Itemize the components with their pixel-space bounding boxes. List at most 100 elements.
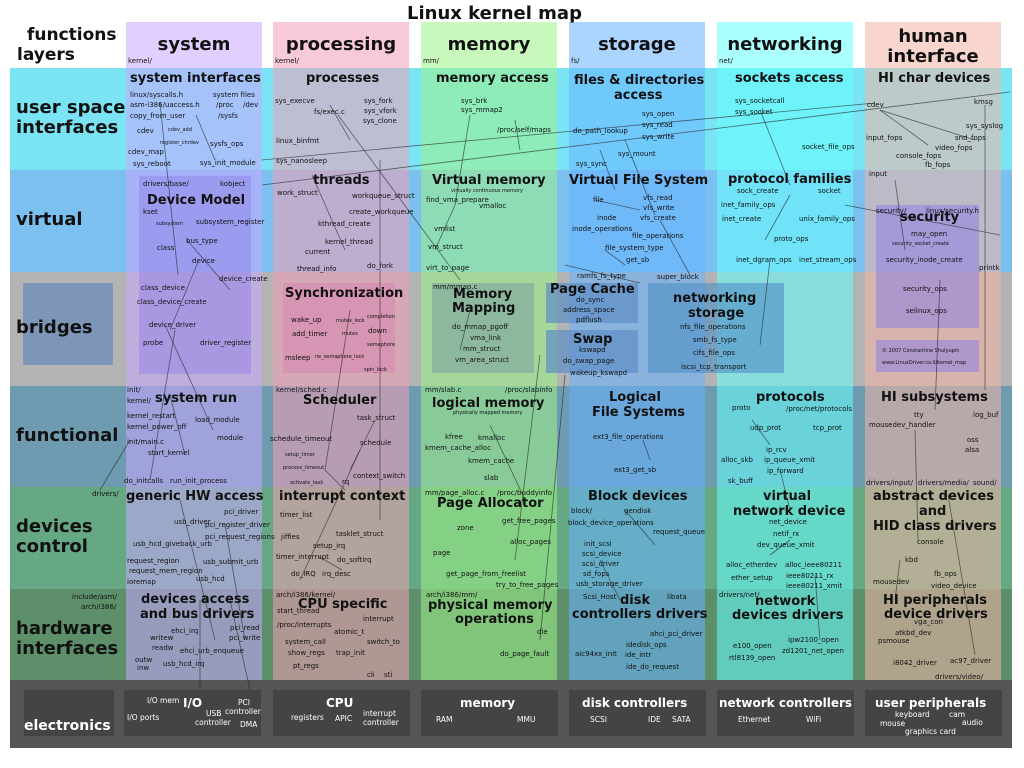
- diagram-label: kmem_cache: [468, 457, 515, 465]
- diagram-label: sysfs_ops: [210, 140, 244, 148]
- diagram-label: drivers/media/: [918, 479, 969, 487]
- diagram-label: scsi_device: [582, 550, 622, 558]
- electronics-sublabel: controller: [363, 718, 399, 727]
- diagram-label: threads: [313, 173, 370, 188]
- diagram-label: usb_driver: [174, 518, 211, 526]
- diagram-label: /proc/buddyinfo: [497, 489, 553, 497]
- diagram-label: asm-i386/uaccess.h: [130, 101, 200, 109]
- diagram-label: ide_do_request: [626, 663, 680, 671]
- diagram-label: find_vma_prepare: [426, 196, 489, 204]
- column-path-networking: net/: [719, 57, 733, 65]
- diagram-label: virt_to_page: [426, 264, 470, 272]
- diagram-label: get_page_from_freelist: [446, 570, 526, 578]
- diagram-label: vmalloc: [479, 202, 507, 210]
- diagram-label: vm_area_struct: [455, 356, 509, 364]
- column-system: [126, 22, 262, 680]
- diagram-label: devices access: [141, 592, 250, 607]
- diagram-label: cdev_map: [128, 148, 164, 156]
- diagram-label: tcp_prot: [813, 424, 842, 432]
- diagram-label: process_timeout: [283, 465, 325, 471]
- diagram-label: Scheduler: [303, 393, 377, 408]
- diagram-label: start_kernel: [148, 449, 190, 457]
- column-header-processing: processing: [285, 34, 397, 55]
- layers-label: layers: [17, 45, 75, 65]
- diagram-label: smb_fs_type: [693, 336, 737, 344]
- diagram-label: network: [755, 594, 816, 609]
- diagram-label: ieee80211_xmit: [786, 582, 843, 590]
- electronics-sublabel: interrupt: [363, 709, 396, 718]
- diagram-label: HI subsystems: [881, 390, 988, 405]
- diagram-label: physically mapped memory: [453, 410, 523, 416]
- diagram-label: log_buf: [973, 411, 999, 419]
- diagram-label: kobject: [220, 180, 246, 188]
- diagram-label: device_driver: [149, 321, 197, 329]
- connector-line: [751, 419, 771, 446]
- electronics-box-2: [421, 690, 558, 736]
- diagram-label: usb_submit_urb: [203, 558, 259, 566]
- electronics-sublabel: mouse: [880, 719, 906, 728]
- diagram-label: proto_ops: [774, 235, 809, 243]
- diagram-label: protocols: [756, 390, 825, 405]
- electronics-sublabel: RAM: [436, 715, 453, 724]
- diagram-label: gendisk: [624, 507, 652, 515]
- connector-line: [186, 239, 231, 291]
- diagram-label: vfs_write: [643, 204, 675, 212]
- connector-line: [149, 329, 176, 481]
- connector-line: [329, 104, 351, 141]
- diagram-label: mm_struct: [463, 345, 501, 353]
- diagram-label: inode_operations: [572, 225, 633, 233]
- diagram-label: socket: [818, 187, 841, 195]
- diagram-label: aic94xx_init: [575, 650, 617, 658]
- diagram-label: pci_write: [229, 634, 261, 642]
- memory-mapping-box: [432, 283, 534, 373]
- diagram-label: input_fops: [866, 134, 903, 142]
- diagram-label: processes: [306, 71, 380, 86]
- diagram-label: linux_binfmt: [276, 137, 320, 145]
- diagram-label: mm/page_alloc.c: [425, 489, 485, 497]
- diagram-label: access: [614, 88, 663, 103]
- electronics-sublabel: controller: [195, 718, 231, 727]
- diagram-label: kmem_cache_alloc: [425, 444, 492, 452]
- diagram-label: Virtual File System: [569, 173, 709, 188]
- diagram-label: kset: [143, 208, 158, 216]
- diagram-label: alloc_pages: [510, 538, 551, 546]
- electronics-box-0: [124, 690, 261, 736]
- diagram-label: get_free_pages: [502, 517, 556, 525]
- diagram-label: completion: [367, 314, 395, 320]
- electronics-sublabel: SCSI: [590, 715, 607, 724]
- connector-line: [934, 279, 941, 411]
- diagram-label: sys_write: [642, 133, 675, 141]
- diagram-label: spin_lock: [364, 367, 387, 373]
- security-box: [876, 205, 979, 328]
- diagram-label: do_path_lookup: [573, 127, 628, 135]
- diagram-label: slab: [484, 474, 499, 482]
- diagram-label: sk_buff: [728, 477, 753, 485]
- diagram-label: arch/i386/kernel/: [276, 591, 336, 599]
- diagram-label: sys_clone: [363, 117, 397, 125]
- connector-line: [299, 449, 361, 581]
- diagram-label: cdev: [137, 127, 154, 135]
- diagram-label: init/main.c: [127, 438, 164, 446]
- diagram-label: storage: [688, 306, 745, 321]
- diagram-label: kernel/sched.c: [276, 386, 327, 394]
- electronics-sublabel: keyboard: [895, 710, 930, 719]
- diagram-label: usb_hcd_irq: [163, 660, 205, 668]
- diagram-label: net_device: [769, 518, 807, 526]
- diagram-label: sys_brk: [461, 97, 488, 105]
- connector-line: [642, 439, 651, 461]
- connector-line: [337, 114, 461, 281]
- diagram-label: kernel_power_off: [127, 423, 187, 431]
- diagram-label: kmalloc: [478, 434, 506, 442]
- diagram-label: ip_queue_xmit: [764, 456, 815, 464]
- diagram-label: pci_request_regions: [205, 533, 275, 541]
- diagram-label: do_sync: [576, 296, 605, 304]
- diagram-label: show_regs: [288, 649, 325, 657]
- electronics-sublabel: MMU: [517, 715, 536, 724]
- connector-line: [624, 139, 656, 216]
- diagram-label: sd_fops: [583, 570, 610, 578]
- diagram-label: module: [217, 434, 244, 442]
- diagram-label: interrupt: [363, 615, 394, 623]
- diagram-label: file: [593, 196, 604, 204]
- diagram-label: device: [192, 257, 215, 265]
